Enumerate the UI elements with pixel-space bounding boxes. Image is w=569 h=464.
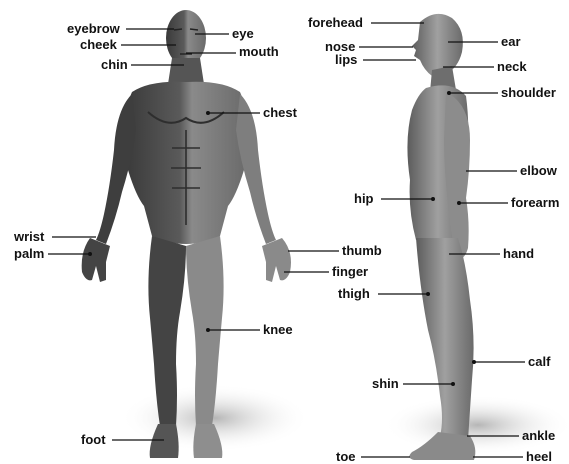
label-wrist: wrist: [13, 229, 45, 244]
label-toe: toe: [336, 449, 356, 464]
label-eyebrow: eyebrow: [67, 21, 121, 36]
leader-thigh-dot: [426, 292, 430, 296]
label-chin: chin: [101, 57, 128, 72]
label-forehead: forehead: [308, 15, 363, 30]
label-palm: palm: [14, 246, 44, 261]
label-thumb: thumb: [342, 243, 382, 258]
label-heel: heel: [526, 449, 552, 464]
front-head: [166, 10, 206, 66]
floor-shadows: [120, 384, 569, 455]
label-ear: ear: [501, 34, 521, 49]
leader-shin-dot: [451, 382, 455, 386]
front-hand-right: [262, 238, 291, 282]
leader-palm-dot: [88, 252, 92, 256]
leader-calf-dot: [472, 360, 476, 364]
label-shoulder: shoulder: [501, 85, 556, 100]
label-elbow: elbow: [520, 163, 558, 178]
label-neck: neck: [497, 59, 527, 74]
label-thigh: thigh: [338, 286, 370, 301]
leader-chest-dot: [206, 111, 210, 115]
leader-hip-dot: [431, 197, 435, 201]
side-figure-shadow: [383, 395, 569, 455]
label-mouth: mouth: [239, 44, 279, 59]
label-ankle: ankle: [522, 428, 555, 443]
label-eye: eye: [232, 26, 254, 41]
label-shin: shin: [372, 376, 399, 391]
leader-forearm-dot: [457, 201, 461, 205]
label-knee: knee: [263, 322, 293, 337]
label-chest: chest: [263, 105, 298, 120]
label-finger: finger: [332, 264, 368, 279]
label-lips: lips: [335, 52, 357, 67]
label-calf: calf: [528, 354, 551, 369]
label-forearm: forearm: [511, 195, 559, 210]
side-figure: [407, 14, 475, 460]
label-hip: hip: [354, 191, 374, 206]
front-neck: [168, 58, 204, 84]
label-hand: hand: [503, 246, 534, 261]
front-hand-left: [82, 238, 110, 282]
label-cheek: cheek: [80, 37, 118, 52]
label-foot: foot: [81, 432, 106, 447]
leader-shoulder-dot: [447, 91, 451, 95]
leader-knee-dot: [206, 328, 210, 332]
